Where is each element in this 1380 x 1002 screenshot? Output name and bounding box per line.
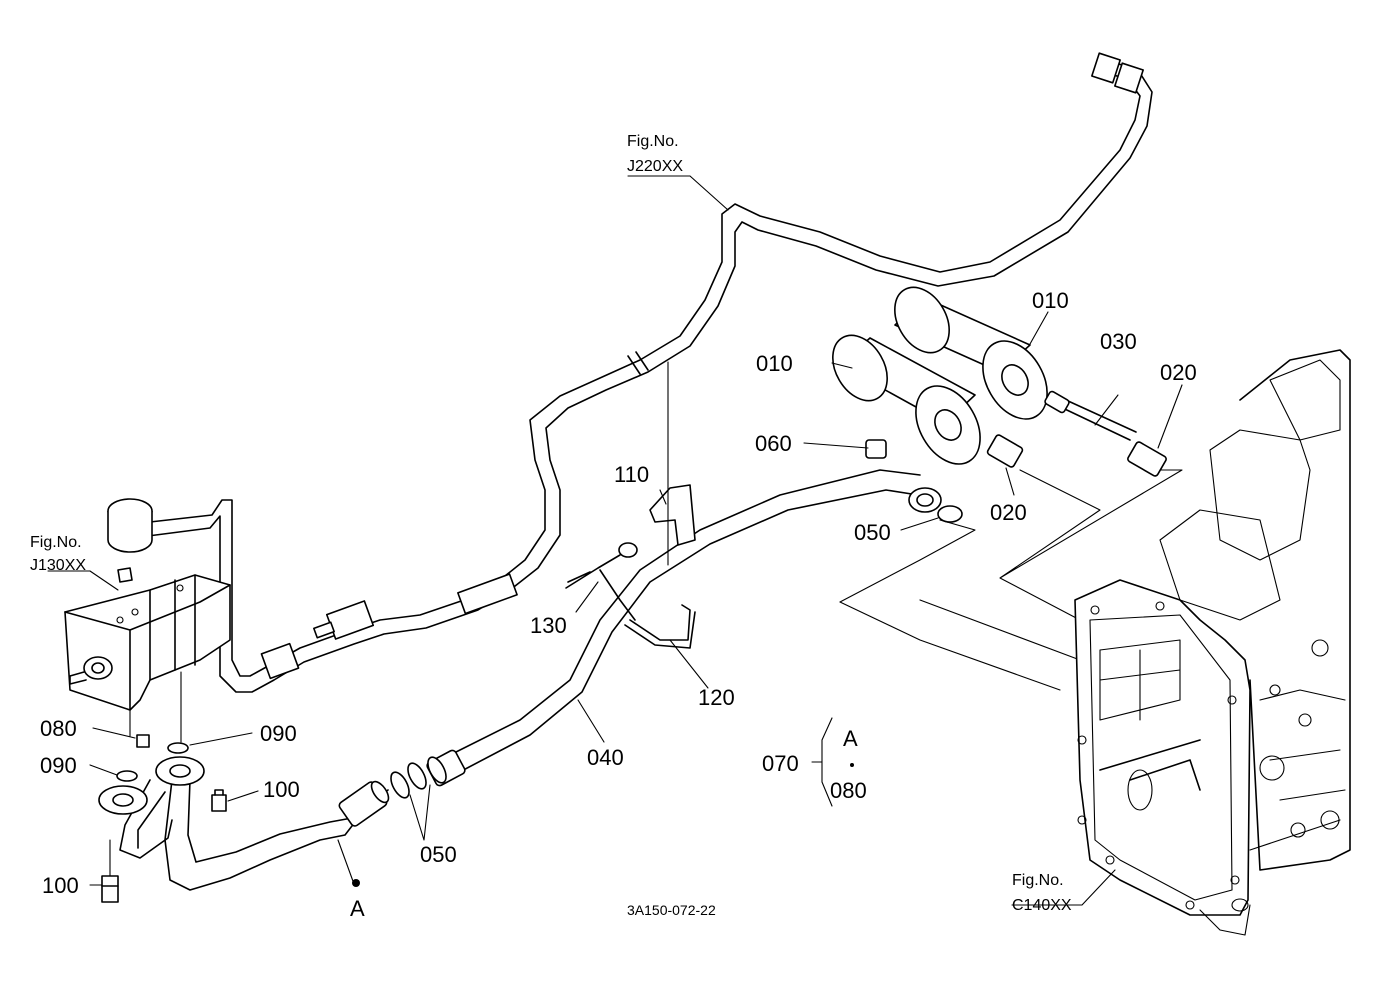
fig-ref-j130[interactable]: Fig.No. J130XX: [30, 534, 86, 574]
kit-bracket: [811, 717, 833, 807]
filter-nipples: [865, 390, 1167, 477]
point-a-marker: [352, 879, 360, 887]
callout-120[interactable]: 120: [698, 685, 735, 710]
callout-100-right[interactable]: 100: [263, 777, 300, 802]
callout-080[interactable]: 080: [40, 716, 77, 741]
fig-ref-c140-line2: C140XX: [1012, 897, 1072, 914]
callout-090-right[interactable]: 090: [260, 721, 297, 746]
fig-ref-j130-line2: J130XX: [30, 557, 86, 574]
callout-040[interactable]: 040: [587, 745, 624, 770]
o-rings-050: [390, 487, 963, 799]
kit-callout[interactable]: 070 A 080: [762, 726, 867, 803]
transmission-case: [1074, 349, 1351, 936]
fig-ref-j130-line1: Fig.No.: [30, 534, 82, 551]
return-pipe-040: [426, 469, 921, 787]
callout-050-lower[interactable]: 050: [420, 842, 457, 867]
callout-130[interactable]: 130: [530, 613, 567, 638]
upper-hydraulic-pipe: [131, 52, 1153, 693]
fig-ref-j220-line1: Fig.No.: [627, 133, 679, 150]
oil-filter-front: [832, 334, 981, 465]
leader-lines: [47, 175, 1183, 906]
oil-filter-rear: [894, 286, 1048, 420]
callout-110[interactable]: 110: [614, 462, 649, 487]
fig-ref-c140[interactable]: Fig.No. C140XX: [1012, 872, 1072, 914]
suction-pipe: [98, 756, 390, 891]
callout-020-center[interactable]: 020: [990, 500, 1027, 525]
callout-100-left[interactable]: 100: [42, 873, 79, 898]
kit-part-label: 070: [762, 751, 799, 776]
fig-ref-j220-line2: J220XX: [627, 158, 683, 175]
kit-member-label: 080: [830, 778, 867, 803]
callout-010-rear[interactable]: 010: [1032, 288, 1069, 313]
kit-ref-label: A: [843, 726, 858, 751]
fig-ref-c140-line1: Fig.No.: [1012, 872, 1064, 889]
fig-ref-j220[interactable]: Fig.No. J220XX: [627, 133, 683, 175]
diagram-code: 3A150-072-22: [627, 902, 716, 918]
callout-010-front[interactable]: 010: [756, 351, 793, 376]
hydraulic-pump: [64, 498, 231, 711]
callout-050-upper[interactable]: 050: [854, 520, 891, 545]
pump-fittings: [101, 734, 227, 903]
clamp-parts: [565, 484, 696, 649]
filter-base-outline: [839, 469, 1183, 691]
callout-090-left[interactable]: 090: [40, 753, 77, 778]
callout-020-right[interactable]: 020: [1160, 360, 1197, 385]
callout-060[interactable]: 060: [755, 431, 792, 456]
callout-030[interactable]: 030: [1100, 329, 1137, 354]
point-a-label: A: [350, 896, 365, 921]
kit-dot: [850, 763, 854, 767]
